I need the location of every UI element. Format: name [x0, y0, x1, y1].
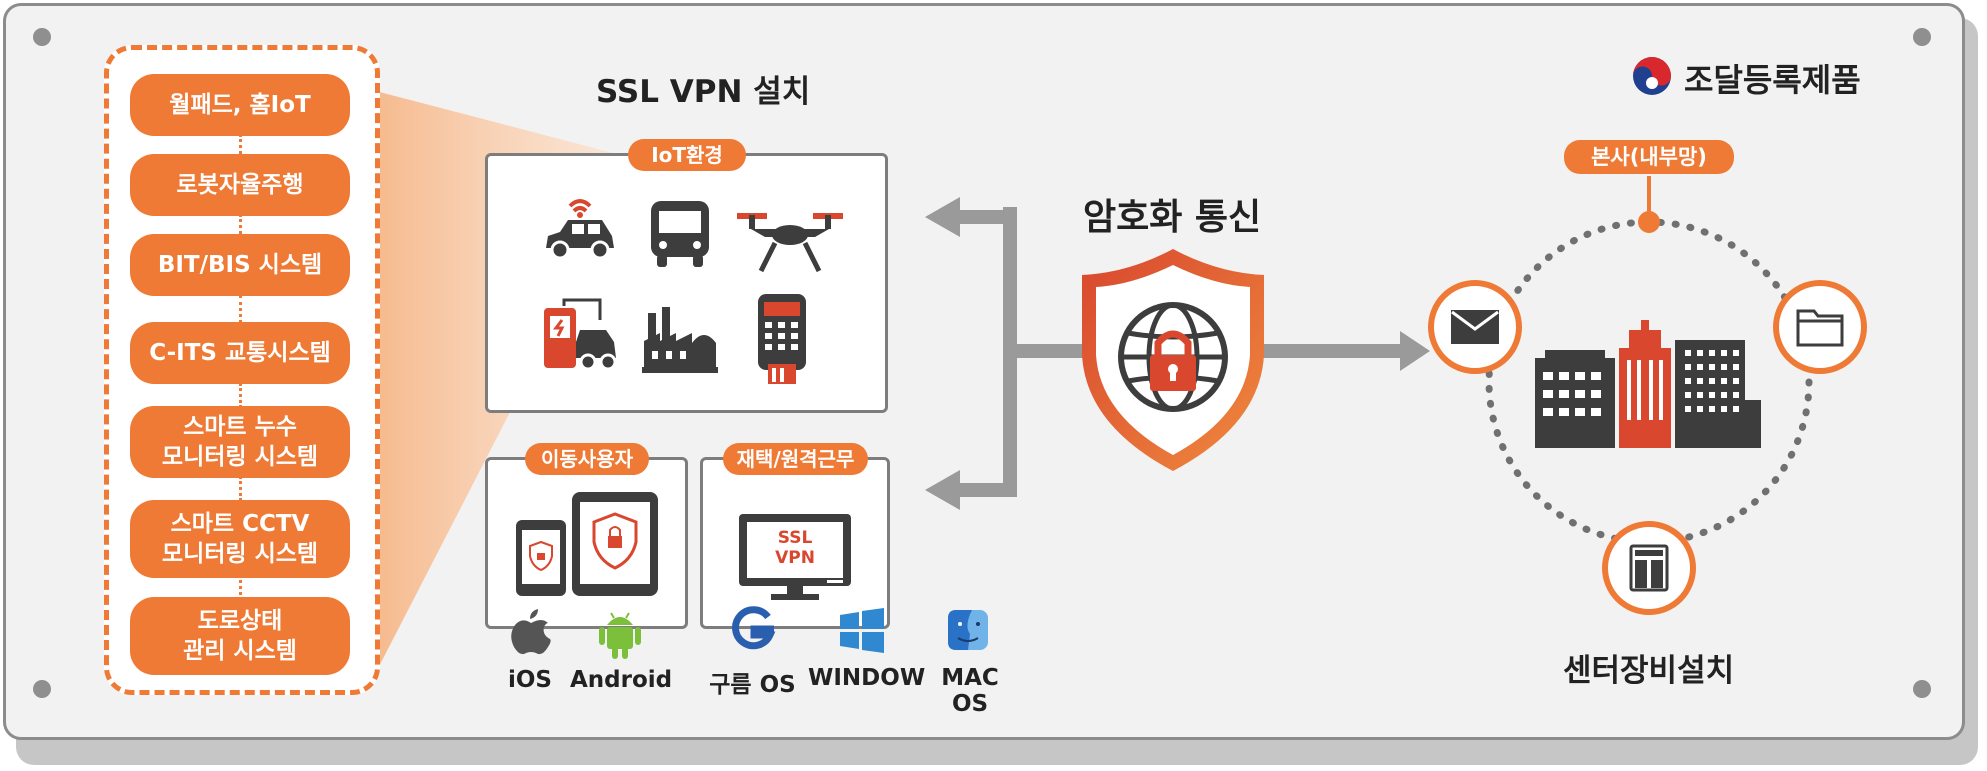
- corner-screw: [33, 680, 51, 698]
- list-item: 도로상태 관리 시스템: [130, 597, 350, 675]
- server-icon: [1629, 544, 1669, 592]
- list-item: C-ITS 교통시스템: [130, 322, 350, 384]
- list-connector: [239, 476, 242, 501]
- corner-screw: [1913, 680, 1931, 698]
- list-item: 로봇자율주행: [130, 154, 350, 216]
- os-label-window: WINDOW: [808, 665, 926, 691]
- remote-tag: 재택/원격근무: [723, 443, 868, 475]
- monitor-ssl-text: SSL: [777, 528, 813, 548]
- mobile-devices-icon: [516, 492, 658, 596]
- shield-globe-lock-icon: [1082, 249, 1264, 471]
- apple-icon: [511, 609, 551, 655]
- factory-icon: [642, 307, 718, 373]
- list-item: 월패드, 홈IoT: [130, 74, 350, 136]
- payment-terminal-icon: [758, 294, 806, 384]
- city-buildings-icon: [1535, 320, 1761, 448]
- desktop-monitor-icon: [739, 514, 851, 600]
- drone-icon: [737, 213, 843, 273]
- folder-icon: [1796, 309, 1844, 347]
- list-connector: [239, 575, 242, 600]
- list-item: 스마트 CCTV 모니터링 시스템: [130, 500, 350, 578]
- corner-screw: [1913, 28, 1931, 46]
- list-connector: [239, 214, 242, 234]
- list-connector: [239, 134, 242, 154]
- taegeuk-icon: [1633, 57, 1671, 95]
- gooroom-icon: [732, 606, 776, 650]
- wifi-car-icon: [546, 199, 614, 260]
- finder-icon: [948, 610, 988, 650]
- mail-icon: [1451, 310, 1499, 344]
- center-equipment-caption: 센터장비설치: [1563, 653, 1735, 689]
- list-item: BIT/BIS 시스템: [130, 234, 350, 296]
- iot-tag: IoT환경: [628, 139, 746, 171]
- list-connector: [239, 383, 242, 408]
- server-node: [1602, 521, 1696, 615]
- corner-screw: [33, 28, 51, 46]
- os-label-macos: MAC OS: [941, 665, 999, 717]
- mail-node: [1428, 280, 1522, 374]
- list-connector: [239, 295, 242, 323]
- windows-icon: [840, 608, 884, 653]
- list-item: 스마트 누수 모니터링 시스템: [130, 406, 350, 478]
- hq-tag: 본사(내부망): [1564, 140, 1734, 174]
- mobile-tag: 이동사용자: [525, 443, 649, 475]
- encryption-title: 암호화 통신: [1083, 197, 1262, 238]
- ev-charger-icon: [544, 298, 617, 371]
- folder-node: [1773, 280, 1867, 374]
- monitor-vpn-text: VPN: [775, 548, 815, 568]
- android-icon: [599, 612, 641, 659]
- install-title: SSL VPN 설치: [596, 74, 811, 110]
- os-label-gooroom: 구름 OS: [709, 672, 796, 698]
- brand-label: 조달등록제품: [1684, 61, 1861, 99]
- os-label-android: Android: [570, 667, 673, 693]
- os-label-ios: iOS: [507, 667, 552, 693]
- bus-icon: [651, 201, 709, 267]
